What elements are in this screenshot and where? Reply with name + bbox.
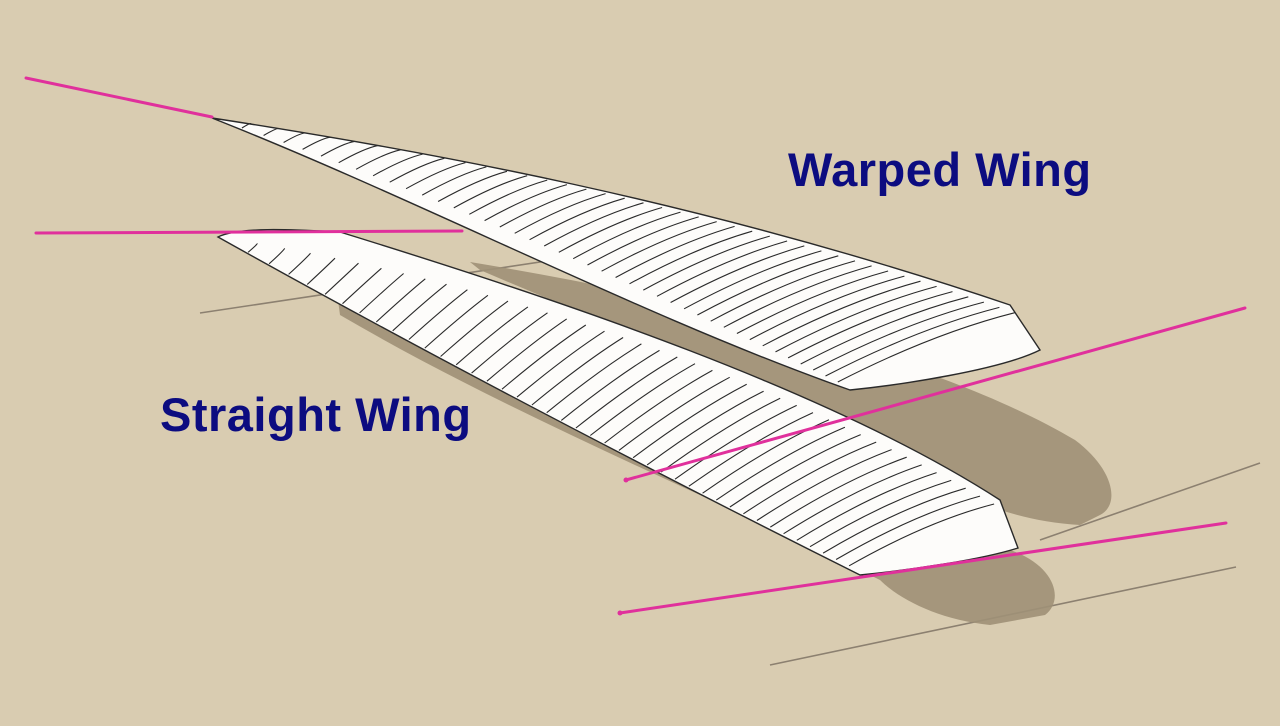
warped-wing-rib	[683, 250, 822, 310]
warped-wing-rib	[372, 153, 423, 177]
straight-wing-rib	[729, 434, 861, 508]
straight-wing-rib	[835, 495, 981, 560]
straight-wing-rib	[424, 294, 489, 349]
warped-wing-rib	[762, 280, 921, 347]
straight-tip-line-end	[617, 610, 623, 616]
straight-wing-rib	[392, 283, 447, 332]
warped-wing-rib	[572, 211, 681, 260]
straight-root-chord-line	[34, 229, 464, 235]
warped-tip-chord-line	[624, 306, 1247, 482]
warped-root-chord-line	[24, 76, 214, 119]
straight-wing-rib	[632, 383, 747, 459]
warped-wing-rib	[697, 255, 839, 316]
warped-wing-rib	[629, 230, 753, 285]
warped-wing-rib	[389, 157, 445, 183]
warped-wing-rib	[615, 225, 735, 278]
warped-wing-rib	[643, 235, 770, 291]
straight-wing-rib	[618, 376, 730, 451]
warped-tip-line-end	[623, 477, 629, 483]
straight-wing-rib	[408, 289, 468, 340]
straight-wing-rib	[604, 369, 713, 444]
straight-wing-rib	[440, 300, 509, 357]
straight-wing-rib	[359, 273, 404, 314]
straight-wing-rib	[674, 404, 797, 480]
warped-wing-rib	[529, 197, 625, 241]
warped-wing-rib	[514, 193, 606, 234]
warped-wing-rib	[469, 179, 548, 215]
straight-wing-rib	[486, 318, 568, 382]
warped-wing-rib	[499, 188, 587, 228]
straight-wing-rib	[770, 456, 907, 528]
warped-wing-rib	[736, 270, 889, 334]
warped-wing-rib	[601, 221, 717, 272]
straight-wing-rib	[324, 262, 359, 295]
straight-wing-rib	[531, 337, 624, 406]
ground-line-mid	[1039, 462, 1261, 541]
straight-wing-rib	[471, 312, 548, 374]
warped-wing-rib	[355, 149, 401, 170]
straight-wing-rib	[589, 363, 696, 436]
straight-wing-rib	[268, 248, 286, 265]
straight-wing	[216, 228, 1019, 576]
straight-wing-rib	[375, 278, 426, 323]
warped-wing-rib	[787, 291, 953, 359]
warped-wing-rib	[775, 285, 937, 353]
warped-wing-rib	[670, 245, 805, 303]
straight-wing-rib	[660, 397, 781, 473]
straight-wing-rib	[715, 426, 846, 501]
warped-wing	[211, 117, 1042, 391]
straight-wing-rib	[516, 330, 605, 398]
warped-wing-rib	[421, 166, 487, 196]
straight-wing-rib	[306, 257, 336, 285]
warped-wing-outline	[211, 117, 1042, 391]
straight-wing-rib	[743, 441, 877, 515]
straight-wing-rib	[783, 464, 922, 535]
warped-wing-rib	[800, 296, 969, 365]
straight-wing-rib	[646, 390, 764, 466]
warped-wing-rib	[710, 260, 856, 322]
straight-wing-rib	[809, 479, 952, 548]
warped-wing-rib	[837, 312, 1015, 383]
warped-wing-rib	[320, 140, 355, 157]
warped-wing-rib	[453, 175, 528, 209]
warped-wing-rib	[338, 145, 378, 164]
straight-tip-chord-line	[618, 521, 1228, 615]
warped-wing-rib	[543, 202, 644, 247]
warped-wing-rib	[825, 306, 1000, 377]
warped-wing-label: Warped Wing	[788, 143, 1092, 196]
warped-wing-rib	[437, 170, 508, 202]
warped-wing-rib	[405, 162, 466, 190]
warped-wing-rib	[723, 265, 872, 328]
warped-wing-rib	[302, 136, 331, 150]
straight-wing-rib	[288, 252, 311, 275]
straight-wing-rib	[455, 306, 529, 366]
straight-wing-rib	[546, 343, 642, 414]
straight-wing-rib	[575, 356, 678, 429]
straight-wing-rib	[756, 449, 892, 521]
straight-wing-rib	[560, 349, 660, 421]
straight-wing-label: Straight Wing	[160, 388, 472, 441]
warped-wing-rib	[749, 275, 905, 341]
warped-wing-rib	[656, 240, 788, 297]
warped-wing-rib	[283, 132, 306, 143]
warped-wing-rib	[587, 216, 699, 266]
warped-wing-rib	[263, 127, 280, 136]
straight-wing-rib	[247, 243, 258, 253]
straight-wing-rib	[822, 487, 966, 554]
straight-wing-rib	[501, 324, 587, 390]
warped-wing-rib	[484, 184, 568, 222]
straight-wing-rib	[848, 503, 995, 567]
warped-wing-rib	[241, 123, 252, 129]
straight-wing-rib	[796, 472, 937, 541]
warped-wing-rib	[812, 301, 985, 371]
straight-wing-rib	[342, 267, 382, 305]
warped-wing-rib	[558, 206, 663, 253]
